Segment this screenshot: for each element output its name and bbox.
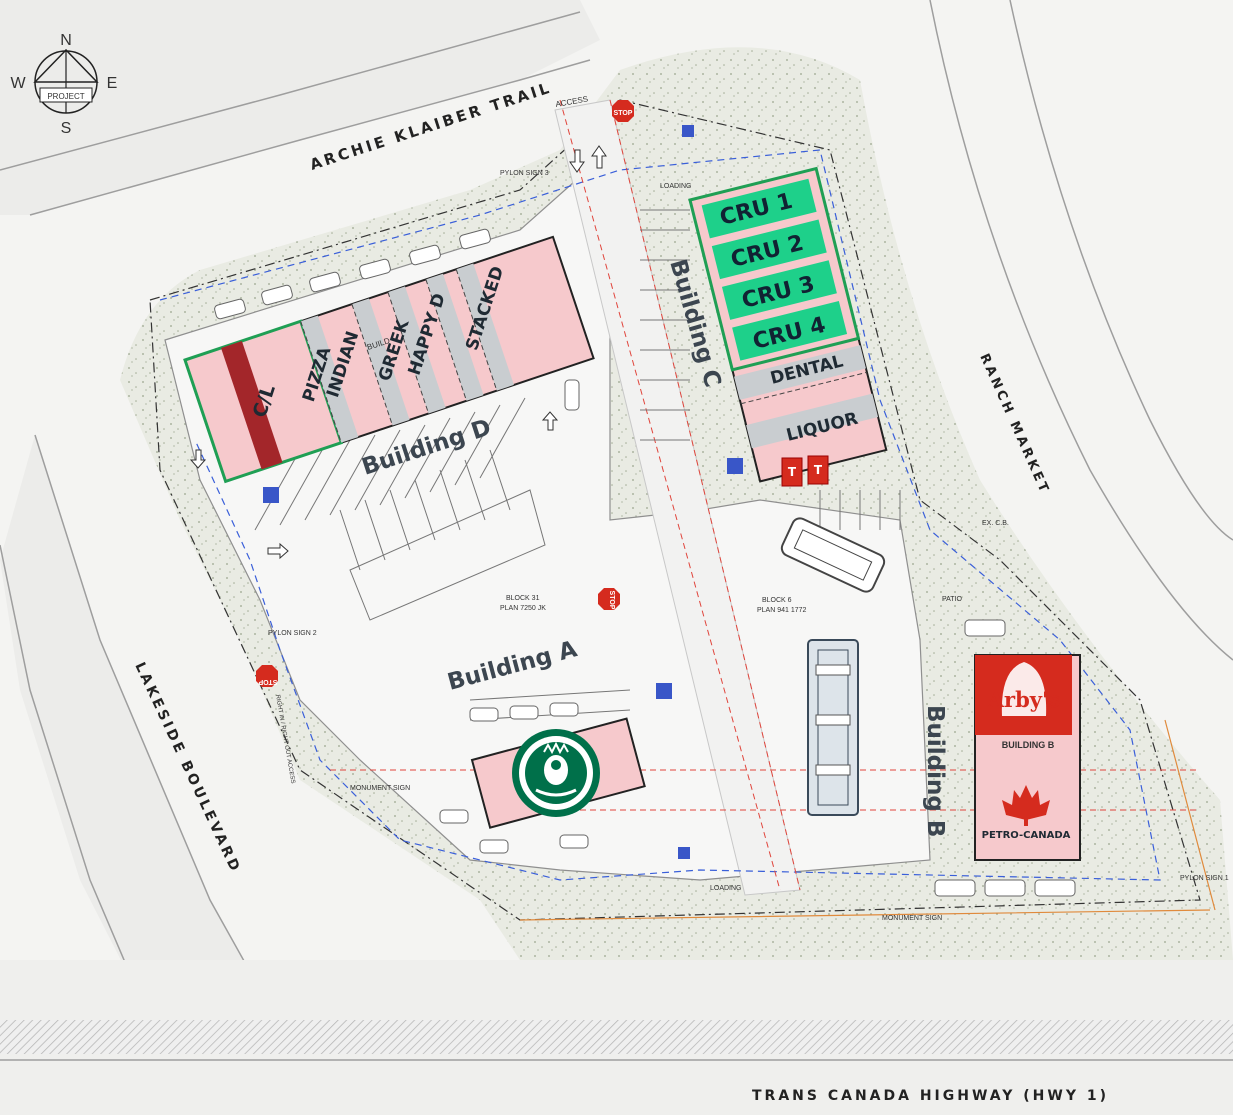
petro-canada-logo (1002, 785, 1050, 826)
direction-arrow (189, 145, 607, 560)
stop-sign-label-top: STOP (614, 110, 633, 117)
note-pylon-3: PYLON SIGN 3 (500, 170, 549, 177)
svg-text:T: T (788, 465, 797, 479)
building-a[interactable]: Building A (445, 636, 646, 829)
utility-line (159, 149, 1161, 881)
parking-stalls (254, 209, 901, 721)
note-monument-left: MONUMENT SIGN (350, 785, 410, 792)
arbys-logo-text: Arby's (987, 687, 1061, 712)
note-block-6: BLOCK 6 (762, 597, 792, 604)
stop-sign (256, 100, 634, 687)
note-patio: PATIO (942, 596, 963, 603)
compass-rose: N S E W PROJECT (10, 32, 117, 137)
car-wash-island (780, 517, 886, 593)
building-b-small-label: BUILDING B (1002, 740, 1055, 750)
fuel-pump-island (807, 639, 859, 816)
road-label-trans-canada: TRANS CANADA HIGHWAY (HWY 1) (752, 1088, 1109, 1104)
orange-line (519, 719, 1216, 921)
compass-n: N (60, 32, 72, 49)
note-plan-6: PLAN 941 1772 (757, 607, 807, 614)
compass-center-label: PROJECT (47, 92, 84, 101)
note-loading-bottom: LOADING (710, 885, 742, 892)
accessible-parking-icon (263, 125, 743, 859)
stop-sign-label-left: STOP (258, 678, 277, 685)
ev-charger-icon: T T (781, 455, 829, 487)
starbucks-logo (512, 729, 600, 817)
stop-sign-label-mid: STOP (608, 591, 615, 610)
note-pylon-2: PYLON SIGN 2 (268, 630, 317, 637)
note-loading-top: LOADING (660, 183, 692, 190)
compass-e: E (107, 75, 118, 92)
petro-canada-text: PETRO-CANADA (982, 830, 1071, 841)
building-b[interactable]: Arby's BUILDING B PETRO-CANADA Building … (922, 654, 1081, 861)
svg-text:T: T (814, 463, 823, 477)
building-b-label: Building B (922, 705, 948, 837)
note-monument-bottom: MONUMENT SIGN (882, 915, 942, 922)
note-pylon-1: PYLON SIGN 1 (1180, 875, 1229, 882)
compass-w: W (10, 75, 26, 92)
note-plan-31: PLAN 7250 JK (500, 605, 546, 612)
note-block-31: BLOCK 31 (506, 595, 540, 602)
building-c[interactable]: CRU 1 CRU 2 CRU 3 CRU 4 DENTAL LIQUOR Bu… (664, 166, 888, 487)
compass-s: S (61, 120, 72, 137)
note-ex-cb: EX. C.B. (982, 520, 1009, 527)
